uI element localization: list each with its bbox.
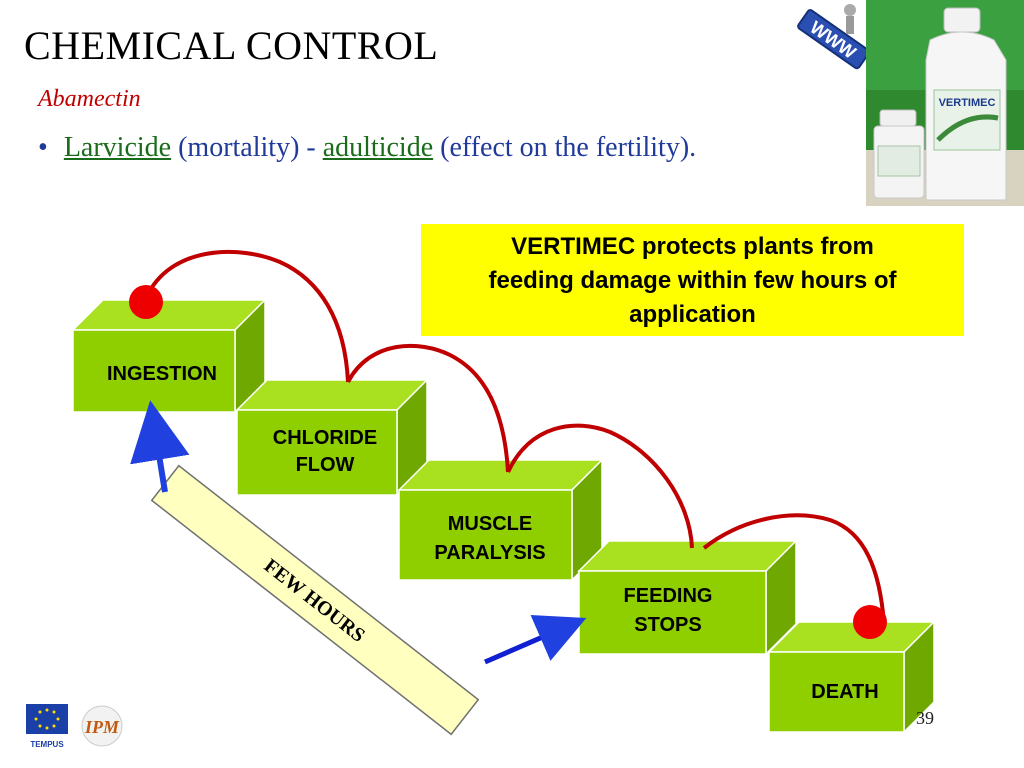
keyword-larvicide: Larvicide	[63, 132, 172, 163]
callout-box: VERTIMEC protects plants from feeding da…	[421, 224, 964, 336]
step-label-ingestion: INGESTION	[107, 363, 217, 385]
keyword-adulticide: adulticide	[322, 132, 434, 163]
start-dot	[129, 285, 163, 319]
ipm-logo-text: IPM	[84, 717, 120, 737]
arc-feeding-to-death	[702, 513, 886, 625]
eu-caption: TEMPUS	[30, 740, 64, 749]
step-label-feeding: FEEDING	[624, 585, 713, 607]
step-label-paralysis: PARALYSIS	[434, 542, 545, 564]
ipm-logo: IPM	[81, 705, 123, 747]
step-label-muscle: MUSCLE	[448, 513, 532, 535]
product-label: VERTIMEC	[939, 97, 996, 109]
step-box-ingestion: INGESTION	[71, 298, 267, 414]
step-box-feeding-stops: FEEDING STOPS	[577, 539, 798, 656]
step-box-chloride-flow: CHLORIDE FLOW	[235, 378, 429, 497]
eu-tempus-logo: TEMPUS	[26, 704, 68, 749]
slide-title: CHEMICAL CONTROL	[24, 23, 439, 68]
arc-muscle-to-feeding	[506, 423, 694, 549]
bullet-item: • Larvicide (mortality) - adulticide (eff…	[38, 132, 696, 164]
end-dot	[853, 605, 887, 639]
slide-subtitle: Abamectin	[38, 86, 141, 112]
step-label-flow: FLOW	[296, 454, 355, 476]
step-label-stops: STOPS	[634, 614, 701, 636]
bullet-marker: •	[38, 132, 48, 163]
arrow-up-to-ingestion	[130, 400, 190, 493]
arc-ingestion-to-chloride	[144, 249, 350, 383]
arc-chloride-to-muscle	[346, 344, 510, 473]
arrow-to-feeding-stops	[484, 615, 587, 665]
page-number: 39	[916, 708, 934, 728]
bullet-text-1: (mortality) -	[171, 132, 323, 163]
callout-line-3: application	[629, 301, 756, 328]
product-photo: VERTIMEC	[866, 0, 1024, 206]
step-label-chloride: CHLORIDE	[273, 427, 377, 449]
callout-line-1: VERTIMEC protects plants from	[511, 233, 874, 260]
bullet-text-2: (effect on the fertility).	[433, 132, 697, 163]
step-box-muscle-paralysis: MUSCLE PARALYSIS	[397, 458, 604, 582]
step-label-death: DEATH	[811, 681, 878, 703]
callout-line-2: feeding damage within few hours of	[488, 267, 897, 294]
www-graphic: WWW	[797, 4, 871, 70]
step-box-death: DEATH	[767, 620, 936, 734]
